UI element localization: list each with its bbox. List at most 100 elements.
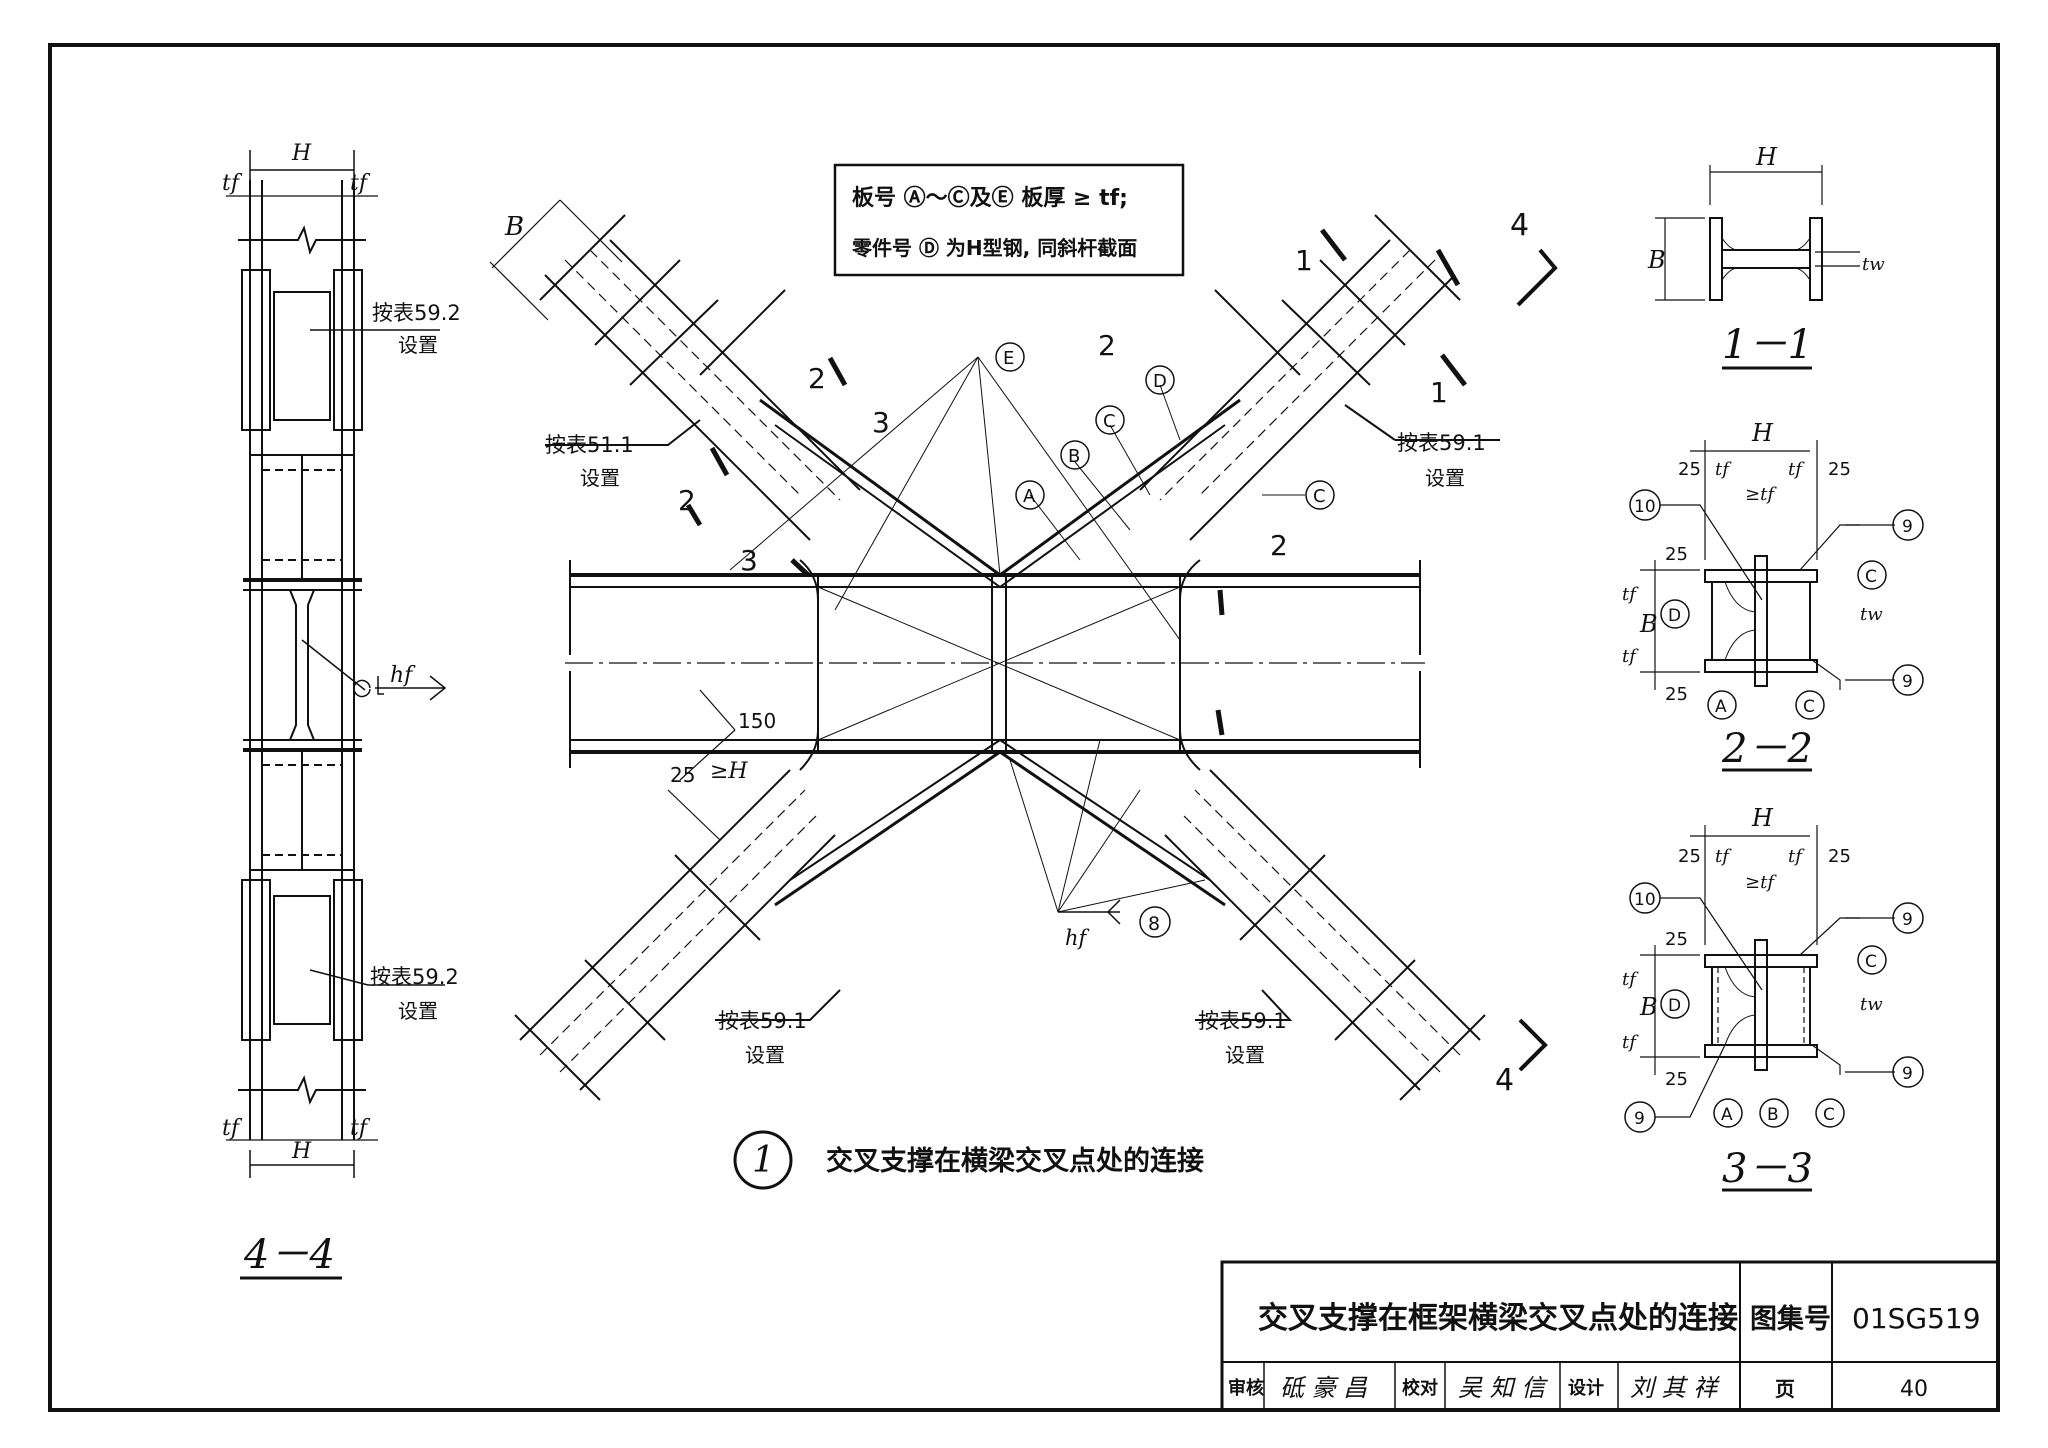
s33-tf5: tf (1622, 1032, 1639, 1053)
svg-text:C: C (1865, 567, 1877, 587)
svg-text:C: C (1823, 1105, 1835, 1125)
section-4-4 (226, 150, 447, 1280)
title-block (1220, 1260, 2000, 1412)
s33-25b: 25 (1828, 846, 1851, 867)
section-mark-1a: 1 (1295, 244, 1313, 277)
s33-tf3: ≥tf (1745, 872, 1777, 893)
s22-label-10: 10 (1629, 489, 1661, 521)
s11-tw: tw (1862, 254, 1885, 275)
s22-B: B (1639, 610, 1658, 638)
sheet-frame (48, 43, 2000, 1412)
section-3-3 (1640, 825, 1895, 1192)
dim-H-top: H (291, 141, 312, 166)
weld-label-8: 8 (1139, 906, 1171, 938)
sheet-title: 交叉支撑在框架横梁交叉点处的连接 (1258, 1301, 1738, 1336)
s22-label-9a: 9 (1892, 509, 1924, 541)
svg-text:B: B (1767, 1105, 1779, 1125)
section-1-1 (1655, 165, 1860, 370)
s33-label-A: A (1713, 1098, 1743, 1128)
page-number: 40 (1900, 1377, 1928, 1402)
s33-tf4: tf (1622, 969, 1639, 990)
dim-H-bottom: H (291, 1139, 312, 1164)
note-59-1-bottom-left: 按表59.1 (718, 1009, 807, 1033)
note-51-1: 按表51.1 (545, 433, 634, 457)
s22-25c: 25 (1665, 544, 1688, 565)
section-1-1-title: 1－1 (1722, 322, 1813, 368)
s11-H: H (1755, 143, 1778, 171)
part-label-D: D (1145, 365, 1175, 395)
note-bolt-bottom-set: 设置 (398, 999, 438, 1023)
s22-tf1: tf (1715, 459, 1732, 480)
s33-25c: 25 (1665, 929, 1688, 950)
s22-tf2: tf (1788, 459, 1805, 480)
s22-25a: 25 (1678, 459, 1701, 480)
dim-25: 25 (670, 763, 695, 787)
check-signature: 吴 知 信 (1458, 1374, 1548, 1402)
design-signature: 刘 其 祥 (1630, 1374, 1720, 1402)
part-label-E: E (995, 342, 1025, 372)
svg-text:8: 8 (1148, 913, 1160, 935)
svg-text:10: 10 (1634, 497, 1656, 517)
s33-label-C1: C (1857, 945, 1887, 975)
title-block-text: 交叉支撑在框架横梁交叉点处的连接 图集号 01SG519 审核 砥 豪 昌 校对… (1228, 1301, 1981, 1402)
section-1-1-text: H B tw 1－1 (1647, 143, 1885, 368)
svg-text:9: 9 (1902, 672, 1913, 692)
part-label-C: C (1095, 405, 1125, 435)
svg-text:D: D (1668, 606, 1681, 626)
check-label: 校对 (1402, 1377, 1438, 1399)
section-mark-2a: 2 (808, 362, 826, 395)
section-mark-3b: 3 (740, 544, 758, 577)
brace-upper-right (1139, 214, 1461, 541)
svg-text:B: B (1068, 446, 1080, 467)
design-label: 设计 (1568, 1377, 1604, 1399)
s33-label-C2: C (1815, 1098, 1845, 1128)
s22-tf3: ≥tf (1745, 484, 1777, 505)
brace-upper-left (539, 214, 861, 541)
weld-hf-main: hf (1065, 926, 1090, 950)
s33-25d: 25 (1665, 1069, 1688, 1090)
note-51-1-set: 设置 (580, 466, 620, 490)
note-bolt-bottom: 按表59.2 (370, 965, 459, 989)
section-mark-4b: 4 (1495, 1063, 1514, 1098)
svg-text:C: C (1803, 697, 1815, 717)
note-bolt-top: 按表59.2 (372, 301, 461, 325)
dim-tf-top-left: tf (222, 171, 243, 196)
detail-number: 1 (752, 1140, 775, 1181)
note-59-1-bottom-right-set: 设置 (1225, 1043, 1265, 1067)
dim-B: B (504, 212, 524, 242)
review-signature: 砥 豪 昌 (1280, 1374, 1368, 1402)
section-2-2-title: 2－2 (1721, 726, 1813, 772)
svg-text:C: C (1313, 486, 1326, 507)
s22-label-A: A (1707, 690, 1737, 720)
svg-text:A: A (1023, 486, 1036, 507)
dim-ge-H: ≥H (710, 759, 748, 784)
brace-lower-left (514, 769, 836, 1101)
section-4-4-title: 4－4 (243, 1232, 335, 1278)
note-line-2: 零件号 Ⓓ 为H型钢, 同斜杆截面 (851, 236, 1137, 260)
s11-B: B (1647, 246, 1666, 274)
weld-hf: hf (390, 663, 416, 688)
section-mark-1b: 1 (1430, 376, 1448, 409)
s22-25d: 25 (1665, 684, 1688, 705)
s33-B: B (1639, 993, 1658, 1021)
section-mark-3a: 3 (872, 406, 890, 439)
dim-tf-bottom-left: tf (222, 1116, 243, 1141)
s22-label-C2: C (1795, 690, 1825, 720)
atlas-number: 01SG519 (1852, 1302, 1981, 1335)
section-3-3-text: H B 25 25 tf tf ≥tf tf tf 25 25 tw 10 9 … (1622, 804, 1924, 1192)
svg-text:A: A (1715, 697, 1727, 717)
svg-text:A: A (1721, 1105, 1733, 1125)
svg-text:10: 10 (1634, 890, 1656, 910)
dim-tf-top-right: tf (350, 171, 371, 196)
svg-text:9: 9 (1634, 1109, 1645, 1129)
section-mark-4a: 4 (1510, 208, 1529, 243)
s33-label-9b: 9 (1892, 1056, 1924, 1088)
page-label: 页 (1775, 1377, 1795, 1401)
s33-label-9c: 9 (1624, 1101, 1656, 1133)
svg-text:9: 9 (1902, 910, 1913, 930)
main-view-text: 板号 Ⓐ～Ⓒ及Ⓔ 板厚 ≥ tf; 零件号 Ⓓ 为H型钢, 同斜杆截面 B 按表… (504, 185, 1529, 1181)
note-59-1-top-right-set: 设置 (1425, 466, 1465, 490)
s33-label-10: 10 (1629, 882, 1661, 914)
